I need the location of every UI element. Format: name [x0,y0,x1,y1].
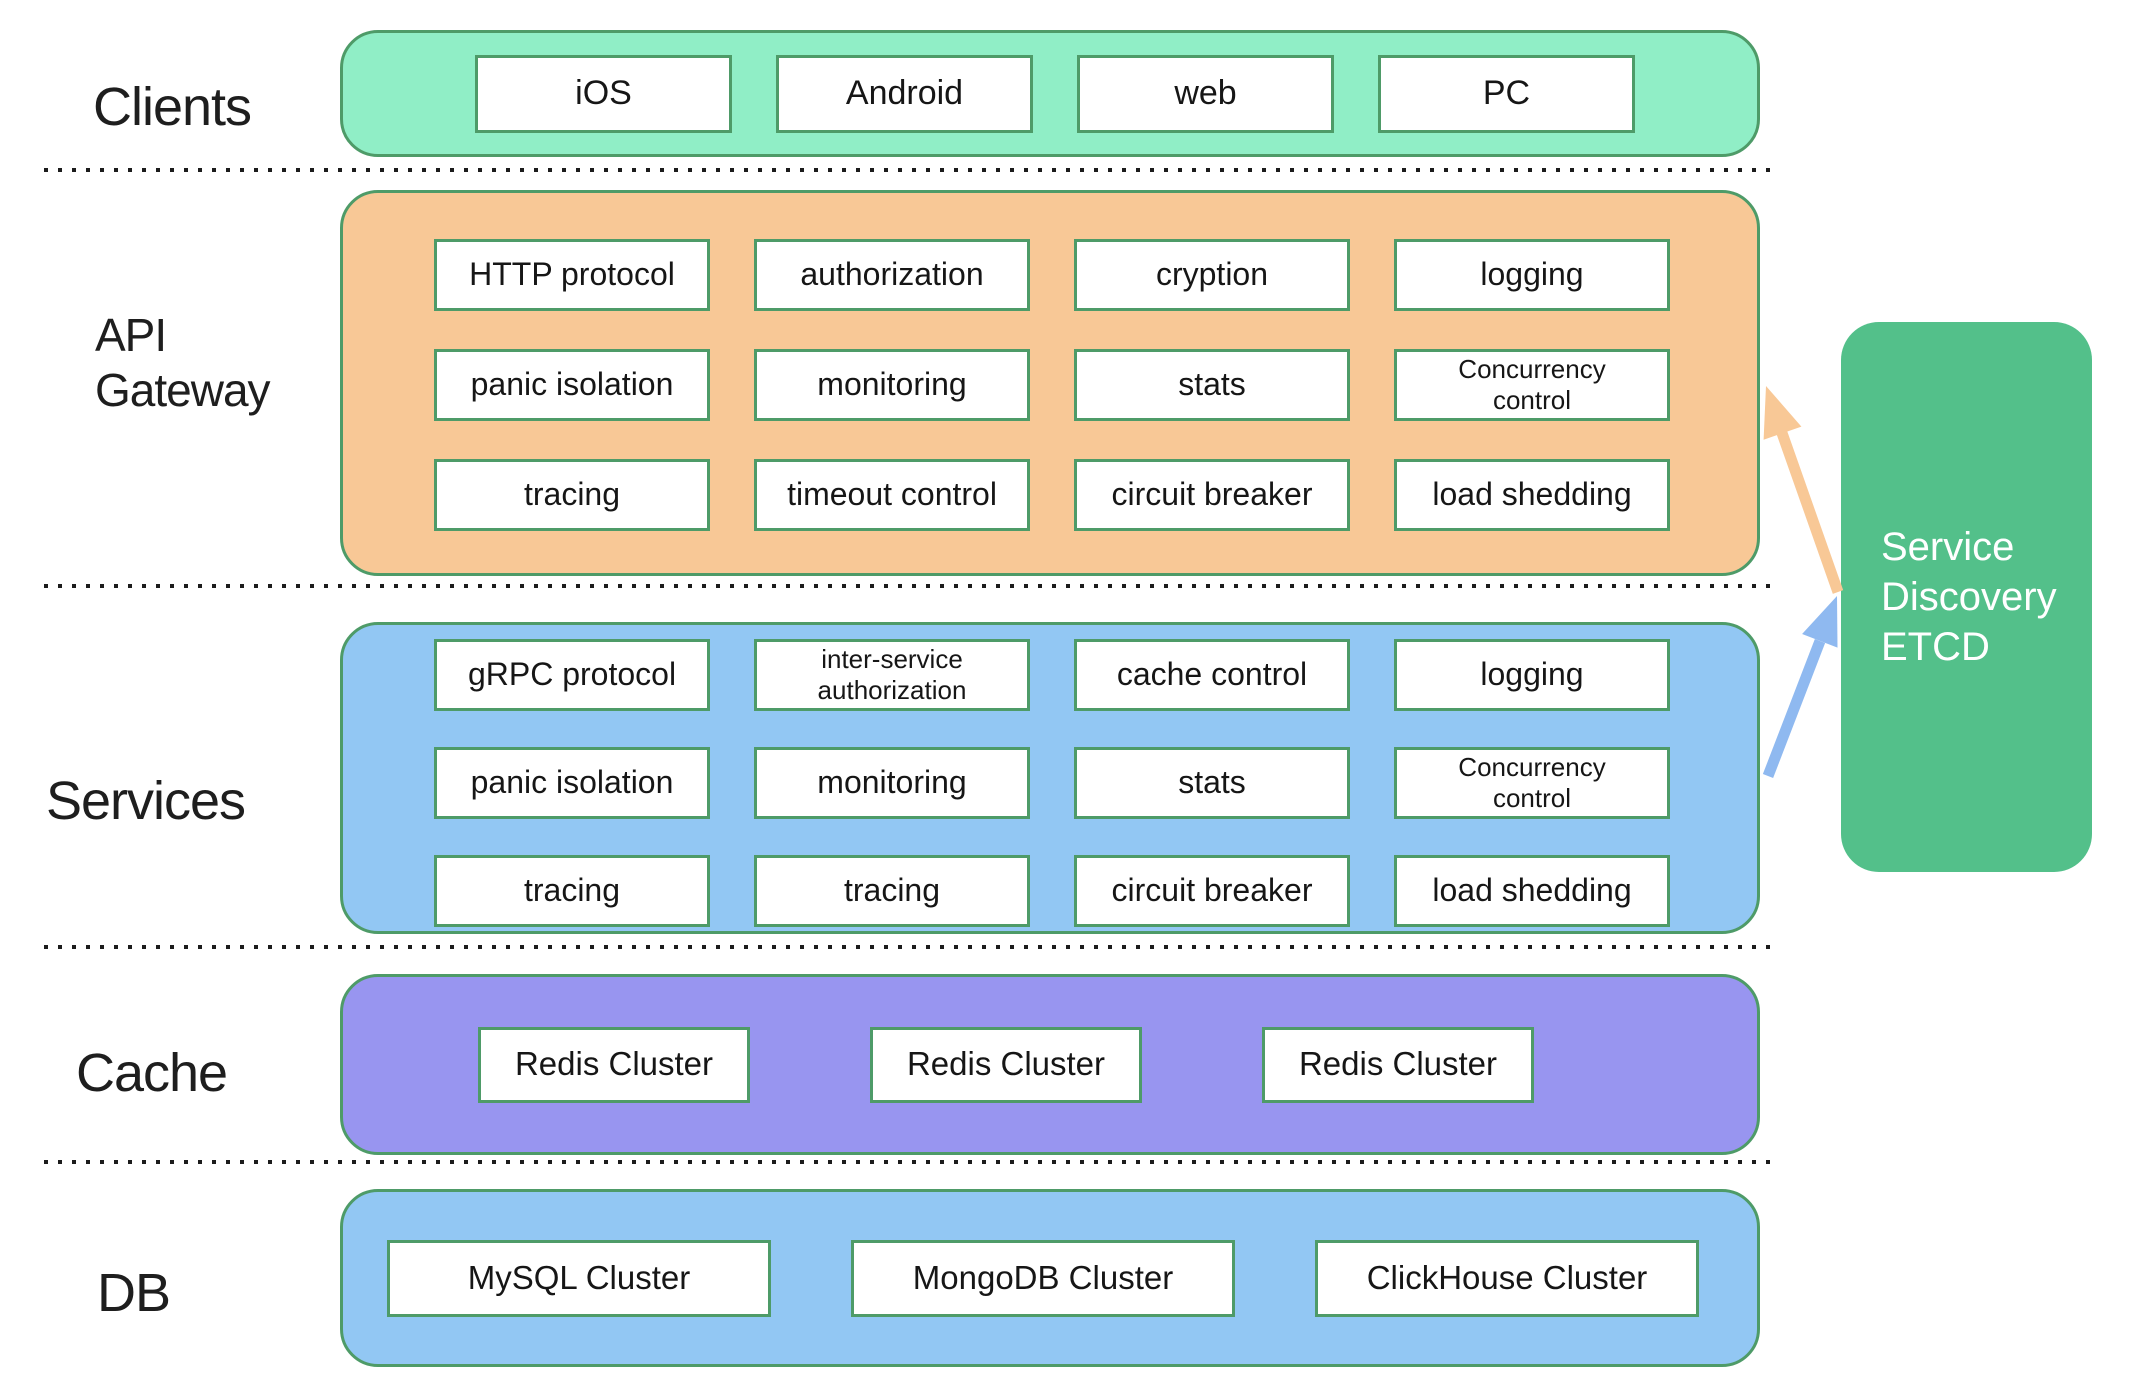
clickhouse-cluster-box: ClickHouse Cluster [1315,1239,1699,1317]
gateway-feature-box: timeout control [754,459,1030,531]
api-gateway-band: HTTP protocol authorization cryption log… [340,190,1760,576]
gateway-feature-label: Concurrency control [1458,353,1606,415]
gateway-feature-box: circuit breaker [1074,459,1350,531]
row-label-api-line: API [95,309,167,361]
clients-band: iOS Android web PC [340,30,1760,157]
arrow-etcd-to-gateway-shaft [1776,431,1844,594]
arrow-etcd-to-gateway-head [1763,386,1802,440]
row-label-gateway-line: Gateway [95,364,271,416]
redis-cluster-box: Redis Cluster [1262,1026,1534,1103]
service-feature-box: load shedding [1394,855,1670,927]
service-feature-box: panic isolation [434,747,710,819]
row-label-cache: Cache [76,1043,228,1103]
gateway-feature-box: HTTP protocol [434,239,710,311]
service-feature-box: stats [1074,747,1350,819]
gateway-feature-box: panic isolation [434,349,710,421]
etcd-label-line: Service [1881,525,2015,569]
client-box-web: web [1077,54,1334,133]
service-feature-box: inter-service authorization [754,639,1030,711]
redis-cluster-box: Redis Cluster [478,1026,750,1103]
client-box-ios: iOS [475,54,732,133]
row-separator [44,168,1776,172]
gateway-feature-box: monitoring [754,349,1030,421]
gateway-feature-box: authorization [754,239,1030,311]
arrow-services-to-etcd-shaft [1762,639,1826,778]
gateway-feature-box: logging [1394,239,1670,311]
row-label-db: DB [97,1263,171,1323]
gateway-feature-box: stats [1074,349,1350,421]
gateway-feature-box: Concurrency control [1394,349,1670,421]
service-feature-box: monitoring [754,747,1030,819]
arrow-etcd-to-gateway [1763,386,1844,594]
service-feature-label: inter-service authorization [817,643,967,705]
etcd-label-line: Discovery [1881,575,2057,619]
row-separator [44,1160,1776,1164]
mysql-cluster-box: MySQL Cluster [387,1239,771,1317]
gateway-feature-box: load shedding [1394,459,1670,531]
arrow-services-to-etcd-head [1802,596,1838,648]
mongodb-cluster-box: MongoDB Cluster [851,1239,1235,1317]
row-label-api-gateway: API Gateway [95,308,271,418]
service-feature-box: gRPC protocol [434,639,710,711]
row-separator [44,584,1776,588]
db-band: MySQL Cluster MongoDB Cluster ClickHouse… [340,1189,1760,1367]
service-discovery-etcd-box: Service Discovery ETCD [1841,322,2092,872]
service-feature-box: tracing [434,855,710,927]
services-band: gRPC protocol inter-service authorizatio… [340,622,1760,934]
service-feature-box: circuit breaker [1074,855,1350,927]
cache-band: Redis Cluster Redis Cluster Redis Cluste… [340,974,1760,1155]
etcd-label-line: ETCD [1881,625,1990,669]
client-box-pc: PC [1378,54,1635,133]
arrow-services-to-etcd [1762,596,1838,778]
service-feature-box: cache control [1074,639,1350,711]
service-feature-box: Concurrency control [1394,747,1670,819]
row-separator [44,945,1776,949]
service-feature-box: tracing [754,855,1030,927]
service-feature-box: logging [1394,639,1670,711]
gateway-feature-box: tracing [434,459,710,531]
client-box-android: Android [776,54,1033,133]
service-feature-label: Concurrency control [1458,751,1606,813]
gateway-feature-box: cryption [1074,239,1350,311]
row-label-services: Services [46,771,246,831]
row-label-clients: Clients [93,77,252,137]
redis-cluster-box: Redis Cluster [870,1026,1142,1103]
